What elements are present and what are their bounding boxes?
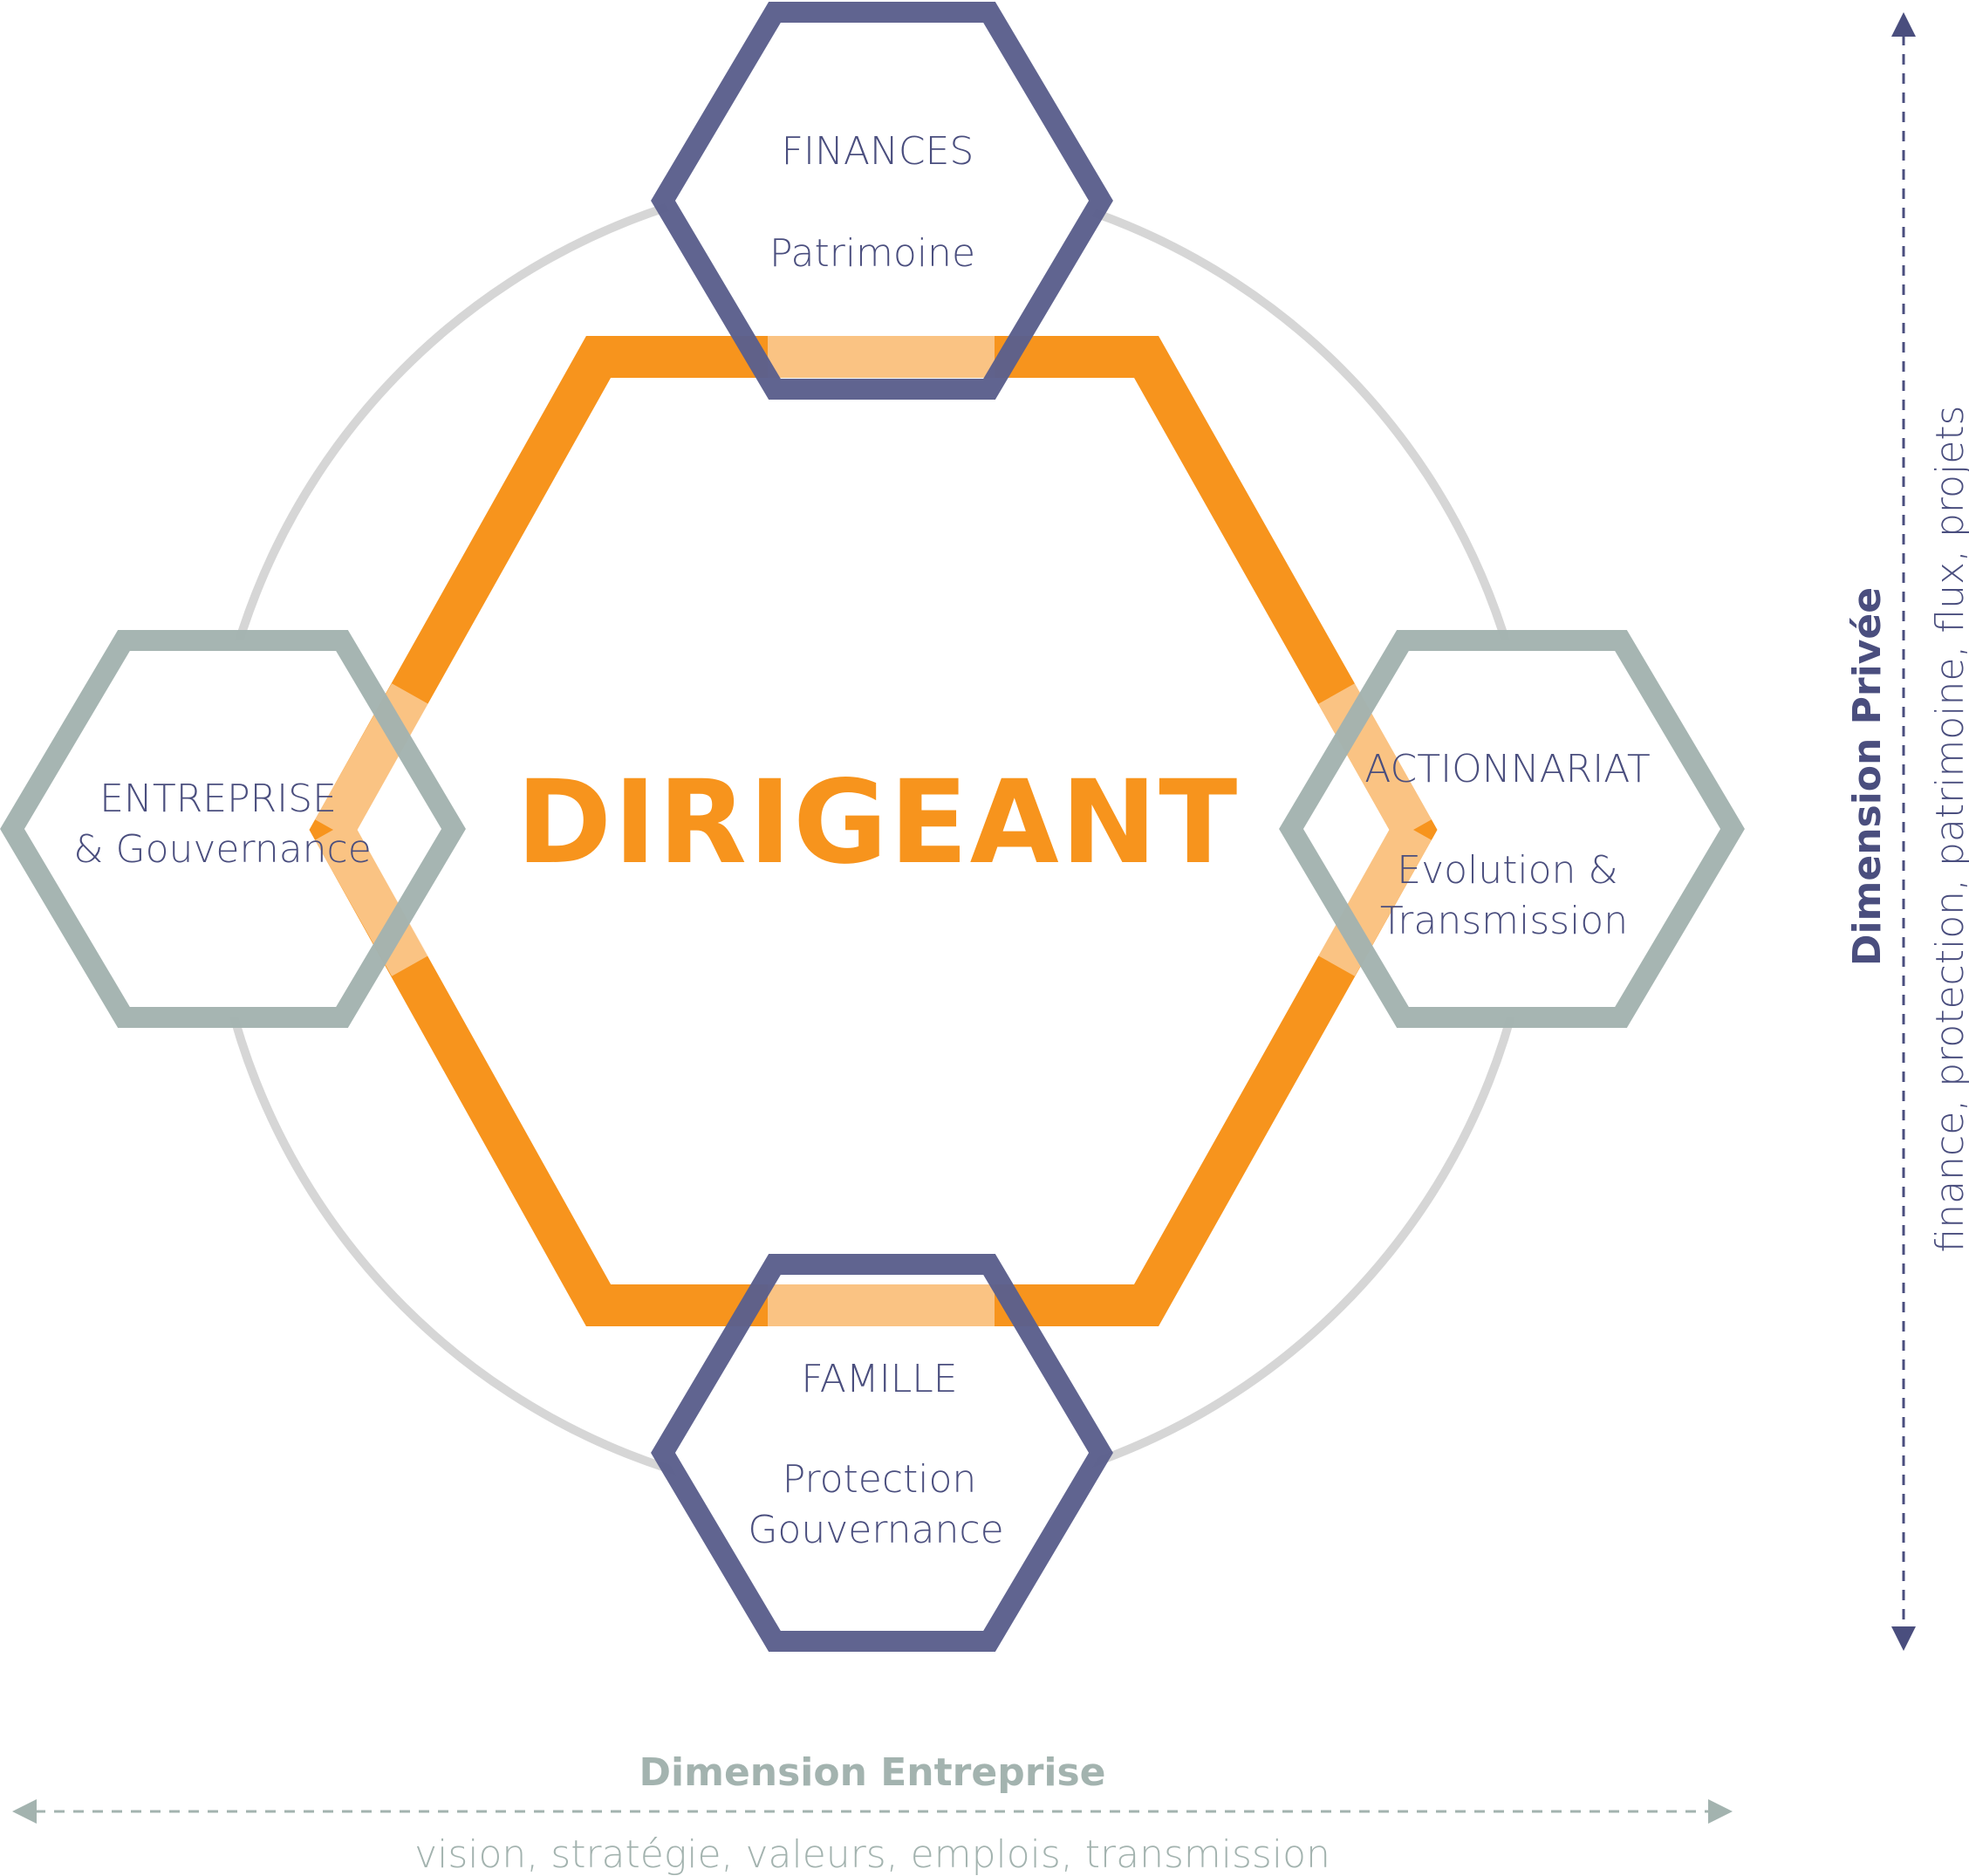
hex-right-fill <box>1291 640 1733 1017</box>
hex-left-fill <box>12 640 454 1017</box>
hex-left-entreprise <box>0 630 466 1028</box>
node-top-line1: FINANCES <box>782 129 974 174</box>
arrow-right-icon <box>1708 1799 1733 1824</box>
vertical-axis-subtitle: finance, protection, patrimoine, flux, p… <box>1928 406 1969 1253</box>
vertical-axis-title: Dimension Privée <box>1845 587 1890 966</box>
node-right-line1: ACTIONNARIAT <box>1364 747 1651 791</box>
arrow-left-icon <box>12 1799 37 1824</box>
node-bottom-line1: FAMILLE <box>801 1357 957 1401</box>
node-bottom-line2: Protection <box>783 1457 977 1502</box>
hex-right-actionnariat <box>1279 630 1745 1028</box>
horizontal-axis-arrow <box>12 1799 1733 1824</box>
node-right-line2: Evolution & <box>1397 848 1617 893</box>
node-bottom-line3: Gouvernance <box>748 1508 1003 1552</box>
center-title: DIRIGEANT <box>516 756 1240 890</box>
arrow-up-icon <box>1891 12 1916 37</box>
vertical-axis-arrow <box>1891 12 1916 1651</box>
node-right-line3: Transmission <box>1380 899 1628 943</box>
hex-top-fill <box>663 12 1101 389</box>
hex-bottom-fill <box>663 1264 1101 1641</box>
hex-top-finances <box>651 2 1113 400</box>
hex-bottom-famille <box>651 1254 1113 1652</box>
horizontal-axis-subtitle: vision, stratégie, valeurs, emplois, tra… <box>414 1832 1330 1876</box>
node-left-line1: ENTREPRISE <box>99 777 337 821</box>
horizontal-axis-title: Dimension Entreprise <box>639 1750 1105 1795</box>
node-left-line2: & Gouvernance <box>73 827 372 872</box>
node-top-line2: Patrimoine <box>769 231 975 276</box>
arrow-down-icon <box>1891 1626 1916 1651</box>
